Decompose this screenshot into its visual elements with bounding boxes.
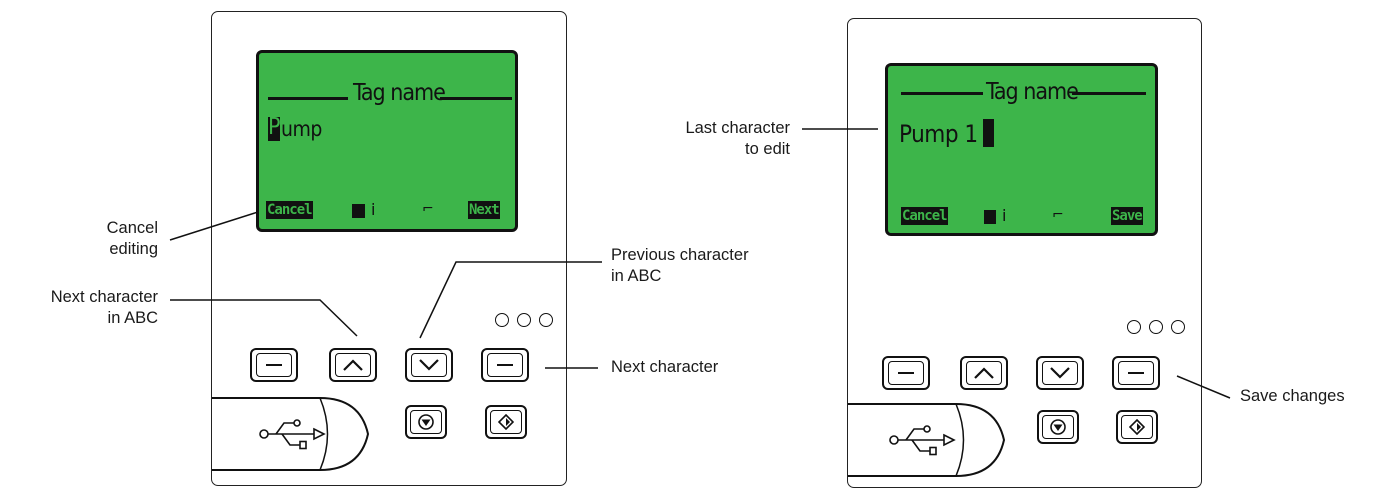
- callout-next-character: Next character: [611, 358, 719, 376]
- stop-button-left[interactable]: [405, 405, 447, 439]
- leader-cancel-editing: [169, 211, 259, 241]
- usb-icon: [259, 419, 326, 450]
- up-arrow-key-icon: [343, 359, 363, 371]
- left-screen-value: ump: [281, 117, 322, 141]
- status-block-icon: [984, 210, 996, 224]
- right-screen-title: Tag name: [986, 79, 1079, 105]
- title-rule-right: [1072, 92, 1146, 95]
- down-arrow-key-icon: [419, 359, 439, 371]
- led-icon: [1127, 320, 1141, 334]
- title-rule-left: [268, 97, 348, 100]
- right-led-indicators: [1127, 320, 1185, 334]
- start-button-left[interactable]: [485, 405, 527, 439]
- up-arrow-button-right[interactable]: [960, 356, 1008, 390]
- up-arrow-key-icon: [974, 367, 994, 379]
- lock-icon: ⌐: [422, 201, 434, 217]
- leader-next-char-abc: [170, 299, 358, 337]
- left-softkey-button-right[interactable]: [882, 356, 930, 390]
- right-softkey-button-left[interactable]: [481, 348, 529, 382]
- info-icon: i: [1002, 206, 1007, 225]
- led-icon: [539, 313, 553, 327]
- led-icon: [495, 313, 509, 327]
- minus-key-icon: [898, 372, 914, 374]
- left-screen-title: Tag name: [353, 80, 446, 106]
- right-screen-value: Pump 1: [899, 120, 978, 148]
- led-icon: [1149, 320, 1163, 334]
- down-arrow-button-left[interactable]: [405, 348, 453, 382]
- callout-save-changes: Save changes: [1240, 387, 1345, 405]
- status-block-icon: [352, 204, 365, 218]
- lock-icon: ⌐: [1052, 207, 1064, 223]
- usb-icon: [889, 425, 956, 456]
- left-softkey-button-left[interactable]: [250, 348, 298, 382]
- cursor-char: P: [268, 114, 280, 140]
- right-softkey-button-right[interactable]: [1112, 356, 1160, 390]
- title-rule-right: [440, 97, 512, 100]
- leader-save-changes: [1176, 375, 1231, 399]
- led-icon: [1171, 320, 1185, 334]
- leader-prev-char-abc: [419, 261, 602, 339]
- info-icon: i: [371, 200, 376, 219]
- minus-key-icon: [1128, 372, 1144, 374]
- up-arrow-button-left[interactable]: [329, 348, 377, 382]
- down-arrow-key-icon: [1050, 367, 1070, 379]
- usb-port-cover-right: [848, 403, 1006, 477]
- right-softkey-save: Save: [1111, 207, 1143, 225]
- stop-key-icon: [418, 414, 434, 430]
- start-key-icon: [498, 414, 514, 430]
- down-arrow-button-right[interactable]: [1036, 356, 1084, 390]
- right-softkey-cancel: Cancel: [901, 207, 948, 225]
- left-lcd-screen: Tag name P ump Cancel i ⌐ Next: [256, 50, 518, 232]
- left-softkey-cancel: Cancel: [266, 201, 313, 219]
- minus-key-icon: [266, 364, 282, 366]
- led-icon: [517, 313, 531, 327]
- edit-cursor: [268, 117, 280, 141]
- stop-button-right[interactable]: [1037, 410, 1079, 444]
- left-led-indicators: [495, 313, 553, 327]
- callout-cancel-editing: Cancel editing: [106, 219, 158, 258]
- callout-last-char-to-edit: Last character to edit: [685, 119, 790, 158]
- callout-prev-char-abc: Previous character in ABC: [611, 246, 749, 285]
- start-key-icon: [1129, 419, 1145, 435]
- usb-port-cover-left: [212, 397, 370, 471]
- right-lcd-screen: Tag name Pump 1 Cancel i ⌐ Save: [885, 63, 1158, 236]
- start-button-right[interactable]: [1116, 410, 1158, 444]
- left-softkey-next: Next: [468, 201, 500, 219]
- stop-key-icon: [1050, 419, 1066, 435]
- callout-next-char-abc: Next character in ABC: [50, 288, 158, 327]
- title-rule-left: [901, 92, 983, 95]
- edit-cursor: [983, 119, 994, 147]
- minus-key-icon: [497, 364, 513, 366]
